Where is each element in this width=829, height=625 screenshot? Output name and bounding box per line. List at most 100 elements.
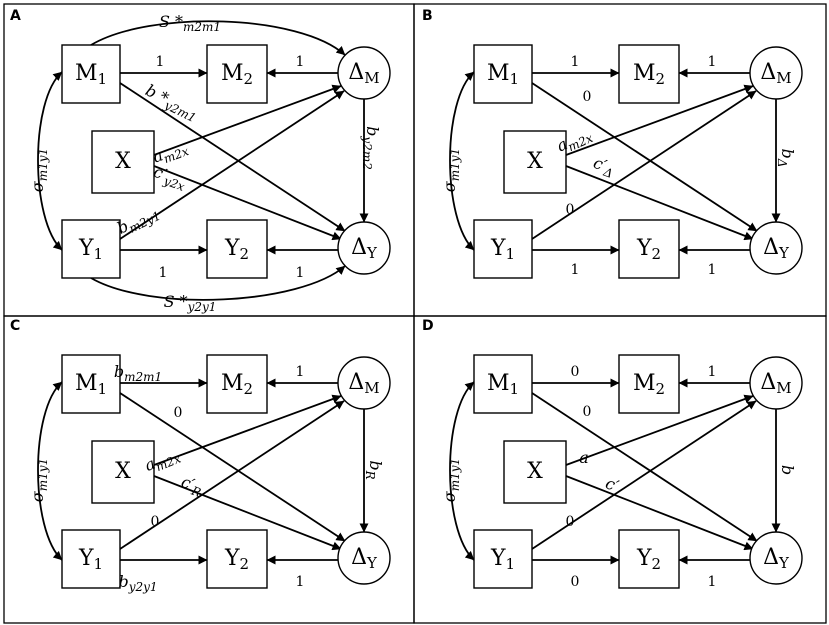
node-x-box [503,130,567,194]
node-y1-box [473,529,533,589]
edge-sigma-m1-y1 [37,71,63,251]
node-m1-label: M1 [487,371,519,398]
edge-label-x-dy: c′R [178,471,206,499]
edge-label-s-top: S *m2m1 [159,12,221,34]
edge-sigma-m1-y1 [449,71,475,251]
node-dm-label: ΔM [348,370,379,397]
edge-label-sigma: σm1y1 [440,458,462,502]
edge-y1-to-dm [531,400,757,550]
edge-x-to-dm [153,394,342,466]
node-dm-label: ΔM [760,60,791,87]
node-x-label: X [115,459,131,484]
node-x-label: X [115,149,131,174]
node-y1-box [61,219,121,279]
node-m1-label: M1 [75,371,107,398]
node-m2-box [206,354,268,414]
edge-label-sigma: σm1y1 [440,148,462,192]
edge-label-y1-y2: by2y1 [118,572,157,594]
node-y2-box [618,529,680,589]
node-dy-label: ΔY [351,235,378,262]
edge-label-m1-dy: 0 [583,89,592,105]
edge-label-y1-dm: 0 [151,514,160,530]
edge-m1-to-dy [119,82,346,232]
edge-m1-to-dy [531,82,758,232]
node-dm-label: ΔM [760,370,791,397]
node-y2-box [206,219,268,279]
panel-frame-d [413,315,827,624]
node-dm-circle [337,46,391,100]
panel-label: C [10,318,20,334]
node-y2-box [618,219,680,279]
node-dy-label: ΔY [763,545,790,572]
node-m2-box [618,44,680,104]
node-m2-box [618,354,680,414]
edge-label-m1-m2: 1 [156,54,165,70]
node-y2-label: Y2 [224,546,249,573]
edge-label-sigma: σm1y1 [28,148,50,192]
edge-label-y1-y2: 0 [571,574,580,590]
node-dy-circle [337,531,391,585]
node-dy-label: ΔY [763,235,790,262]
edge-m1-to-dy [119,392,346,542]
node-x-box [91,130,155,194]
edge-label-dm-m2: 1 [296,54,305,70]
edge-m1-to-dy [531,392,758,542]
node-dy-label: ΔY [351,545,378,572]
edge-label-dm-dy: b [779,465,798,475]
edge-label-y1-dm: bm2y1 [114,201,163,240]
edge-x-to-dm [565,84,754,156]
node-m2-label: M2 [221,61,253,88]
edge-s-y2y1 [90,265,346,301]
edge-label-dm-m2: 1 [708,364,717,380]
edge-label-sigma: σm1y1 [28,458,50,502]
edge-label-dy-y2: 1 [296,574,305,590]
edge-x-to-dy [153,165,342,241]
edge-label-m1-m2: 0 [571,364,580,380]
node-dy-circle [749,221,803,275]
edge-label-m1-dy: 0 [174,405,183,421]
edge-y1-to-dm [119,90,345,240]
node-y1-label: Y1 [78,546,103,573]
node-dm-circle [337,356,391,410]
edge-sigma-m1-y1 [37,381,63,561]
node-x-box [91,440,155,504]
node-m1-box [61,354,121,414]
edge-label-dm-dy: bΔ [776,149,798,168]
edge-label-dy-y2: 1 [296,265,305,281]
node-m1-label: M1 [75,61,107,88]
panel-label: A [10,8,21,24]
edge-label-m1-dy: 0 [583,404,592,420]
edge-sigma-m1-y1 [449,381,475,561]
node-m2-label: M2 [221,371,253,398]
edge-label-y1-dm: 0 [566,514,575,530]
node-m1-box [473,354,533,414]
edge-label-y1-y2: 1 [571,262,580,278]
node-y2-label: Y2 [224,236,249,263]
node-m2-label: M2 [633,61,665,88]
node-y2-label: Y2 [636,546,661,573]
edge-x-to-dy [565,165,754,241]
edge-s-m2m1 [90,20,346,56]
node-m2-box [206,44,268,104]
panel-label: D [422,318,434,334]
node-y2-label: Y2 [636,236,661,263]
node-x-box [503,440,567,504]
node-dm-circle [749,356,803,410]
node-y1-label: Y1 [490,546,515,573]
node-y1-box [473,219,533,279]
node-dy-circle [337,221,391,275]
node-y1-label: Y1 [78,236,103,263]
node-x-label: X [527,149,543,174]
edge-label-x-dm: a [579,448,589,467]
edge-label-m1-m2: 1 [571,54,580,70]
node-y1-label: Y1 [490,236,515,263]
node-y2-box [206,529,268,589]
edge-label-dm-dy: by2m2 [361,126,383,170]
edge-x-to-dm [565,394,754,466]
edge-label-dm-m2: 1 [708,54,717,70]
